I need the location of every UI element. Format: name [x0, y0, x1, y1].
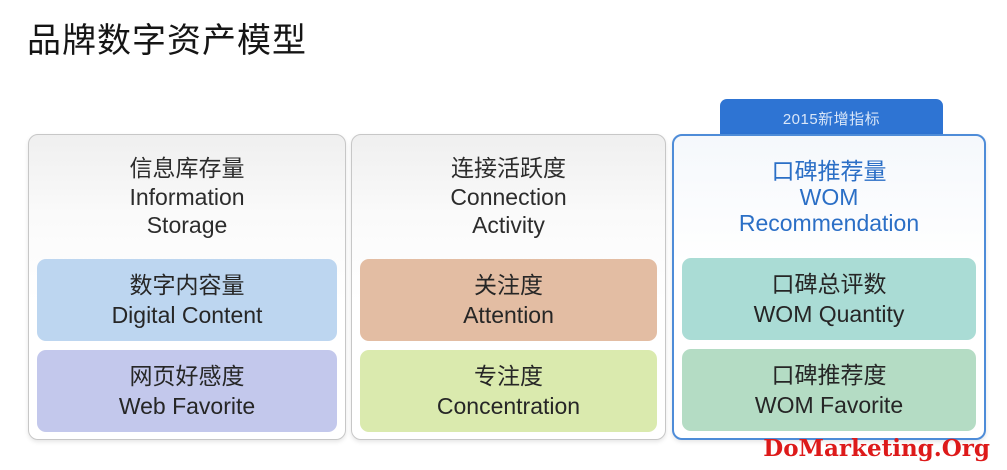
metric-zh: 关注度 [474, 271, 543, 298]
metric-zh: 口碑总评数 [771, 270, 887, 297]
header-zh: 连接活跃度 [451, 155, 566, 182]
metric-box-attention: 关注度 Attention [360, 259, 657, 341]
metric-zh: 专注度 [474, 362, 543, 389]
card-header-wom-recommendation: 口碑推荐量 WOM Recommendation [674, 136, 984, 258]
metric-zh: 口碑推荐度 [771, 361, 887, 388]
header-zh: 口碑推荐量 [771, 158, 887, 185]
page-title: 品牌数字资产模型 [27, 22, 307, 60]
metric-box-concentration: 专注度 Concentration [360, 350, 657, 432]
card-connection-activity: 连接活跃度 Connection Activity 关注度 Attention … [351, 134, 666, 440]
badge-2015-new-indicator: 2015新增指标 [720, 99, 943, 137]
metric-en: Concentration [436, 393, 581, 419]
watermark-domarketing: DoMarketing.Org [763, 435, 990, 462]
metric-box-wom-quantity: 口碑总评数 WOM Quantity [682, 258, 976, 340]
metric-en: Web Favorite [118, 393, 256, 419]
card-information-storage: 信息库存量 Information Storage 数字内容量 Digital … [28, 134, 346, 440]
header-en: Information Storage [129, 183, 245, 239]
metric-en: Digital Content [111, 302, 263, 328]
metric-en: WOM Favorite [754, 392, 904, 418]
metric-en: WOM Quantity [753, 301, 905, 327]
header-en: Connection Activity [450, 183, 567, 239]
card-header-information-storage: 信息库存量 Information Storage [29, 135, 345, 259]
card-header-connection-activity: 连接活跃度 Connection Activity [352, 135, 665, 259]
header-en: WOM Recommendation [738, 184, 920, 236]
metric-zh: 数字内容量 [129, 271, 245, 298]
metric-box-wom-favorite: 口碑推荐度 WOM Favorite [682, 349, 976, 431]
metric-box-digital-content: 数字内容量 Digital Content [37, 259, 337, 341]
header-zh: 信息库存量 [129, 155, 245, 182]
metric-box-web-favorite: 网页好感度 Web Favorite [37, 350, 337, 432]
metric-en: Attention [463, 302, 554, 328]
metric-zh: 网页好感度 [129, 362, 245, 389]
card-wom-recommendation: 口碑推荐量 WOM Recommendation 口碑总评数 WOM Quant… [672, 134, 986, 440]
